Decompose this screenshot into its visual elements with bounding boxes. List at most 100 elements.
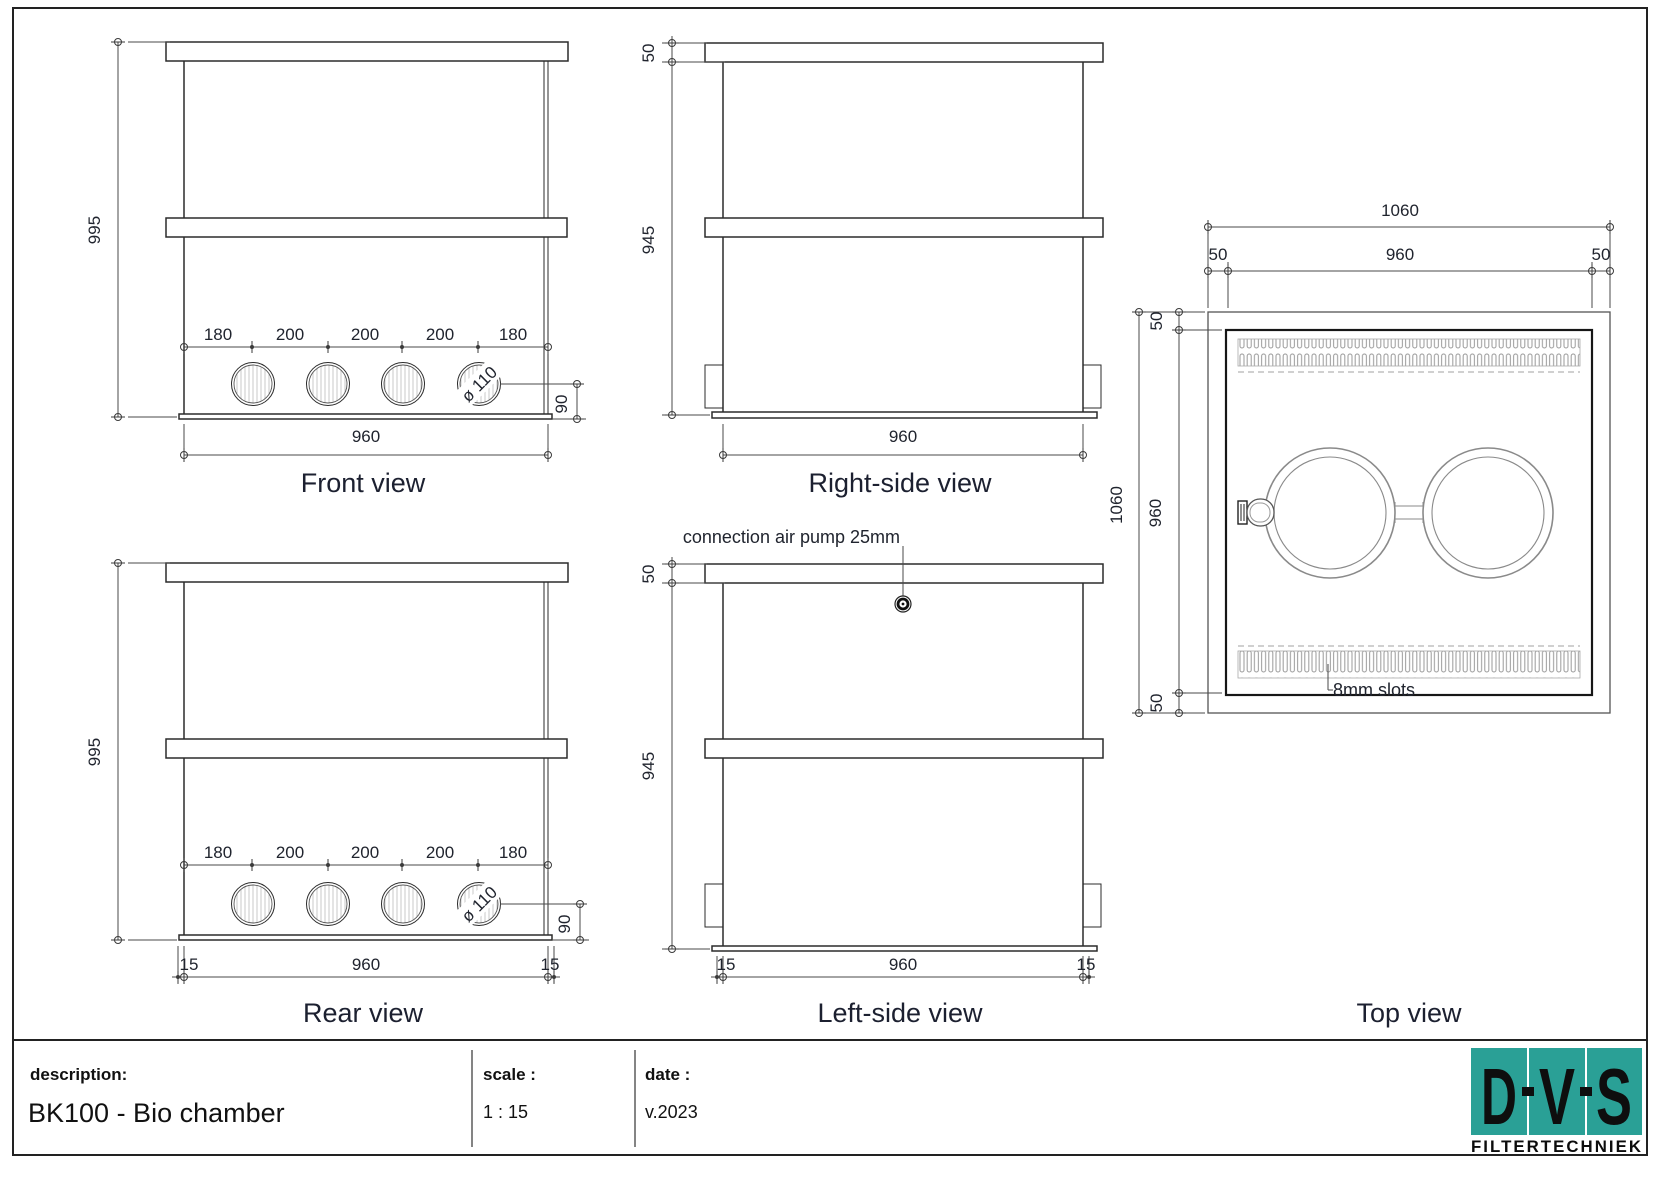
top-dim-50-left: 50 — [1209, 245, 1228, 264]
spacing-label: 200 — [351, 843, 379, 862]
rear-dim-hole-height: 90 — [500, 900, 589, 944]
logo-square-3 — [1587, 1048, 1642, 1135]
description-value: BK100 - Bio chamber — [28, 1098, 285, 1128]
right-dim-50: 50 — [639, 44, 658, 63]
right-lid — [704, 42, 1104, 63]
logo-subtitle: FILTERTECHNIEK — [1471, 1138, 1643, 1156]
logo-letter-s: S — [1596, 1052, 1632, 1141]
rear-dim-15-left: 15 — [180, 955, 199, 974]
logo-letter-v: V — [1539, 1052, 1575, 1141]
air-pump-annotation: connection air pump 25mm — [683, 527, 912, 613]
spacing-label: 200 — [351, 325, 379, 344]
rear-band — [165, 738, 568, 759]
right-tab-right — [1082, 364, 1102, 409]
dvs-logo: D V S FILTERTECHNIEK — [1471, 1048, 1643, 1156]
front-dim-90: 90 — [552, 395, 571, 414]
air-pump-label: connection air pump 25mm — [683, 527, 900, 547]
right-dim-945: 945 — [639, 226, 658, 254]
top-view: 1060 50 960 50 1060 50 960 50 8mm sl — [1107, 201, 1614, 1028]
rear-dim-height: 995 — [85, 559, 177, 944]
rear-view: ø 110 995 180 200 200 200 180 90 — [85, 559, 589, 1028]
front-dim-960: 960 — [352, 427, 380, 446]
rear-dim-90: 90 — [555, 915, 574, 934]
top-slot-strip — [1237, 338, 1581, 367]
top-dim-50-bottom: 50 — [1147, 694, 1166, 713]
title-block: description: BK100 - Bio chamber scale :… — [13, 1039, 1647, 1147]
rear-dim-960: 960 — [352, 955, 380, 974]
date-label: date : — [645, 1065, 690, 1084]
left-dim-15-right: 15 — [1077, 955, 1096, 974]
spacing-label: 200 — [276, 843, 304, 862]
logo-letter-d: D — [1481, 1052, 1517, 1141]
rear-base — [178, 934, 553, 941]
front-dim-hole-height: 90 — [500, 380, 586, 423]
left-tab-right — [1082, 883, 1102, 928]
front-lid — [165, 41, 569, 62]
top-dim-1060-v: 1060 — [1107, 486, 1126, 524]
spacing-label: 180 — [499, 843, 527, 862]
front-dim-995: 995 — [85, 216, 104, 244]
slots-annotation: 8mm slots — [1327, 664, 1415, 700]
front-dim-spacing: 180 200 200 200 180 — [180, 325, 552, 355]
spacing-label: 200 — [426, 843, 454, 862]
scale-label: scale : — [483, 1065, 536, 1084]
right-view-title: Right-side view — [808, 468, 992, 498]
date-value: v.2023 — [645, 1102, 698, 1122]
description-label: description: — [30, 1065, 127, 1084]
front-base — [178, 413, 553, 420]
spacing-label: 180 — [204, 325, 232, 344]
rear-dim-bottom: 15 960 15 — [172, 946, 560, 985]
front-holes: ø 110 — [231, 357, 505, 410]
left-dim-bottom: 15 960 15 — [711, 955, 1096, 985]
left-dim-945: 945 — [639, 752, 658, 780]
front-band — [165, 217, 568, 238]
left-base — [711, 945, 1098, 952]
spacing-label: 180 — [204, 843, 232, 862]
left-tab-left — [704, 883, 724, 928]
rear-holes: ø 110 — [231, 877, 505, 930]
top-dim-50-right: 50 — [1592, 245, 1611, 264]
right-base — [711, 411, 1098, 419]
top-dim-1060: 1060 — [1381, 201, 1419, 220]
spacing-label: 180 — [499, 325, 527, 344]
right-dim-960: 960 — [889, 427, 917, 446]
rear-dim-15-right: 15 — [541, 955, 560, 974]
left-dim-50: 50 — [639, 565, 658, 584]
left-lid — [704, 563, 1104, 584]
top-dim-960: 960 — [1386, 245, 1414, 264]
rear-dim-995: 995 — [85, 738, 104, 766]
right-band — [704, 217, 1104, 238]
top-outer-frame — [1207, 311, 1611, 714]
logo-square-1 — [1471, 1048, 1527, 1135]
right-dim-width: 960 — [719, 424, 1087, 463]
front-dim-height: 995 — [85, 38, 177, 421]
front-view: ø 110 995 180 200 200 200 180 90 — [85, 38, 586, 498]
top-inner-frame — [1224, 328, 1594, 697]
front-view-title: Front view — [301, 468, 426, 498]
left-dim-960: 960 — [889, 955, 917, 974]
rear-lid — [165, 562, 569, 583]
top-dim-960-v: 960 — [1146, 499, 1165, 527]
spacing-label: 200 — [426, 325, 454, 344]
right-side-view: 50 945 960 Right-side view — [639, 36, 1104, 498]
right-dim-body: 945 — [639, 62, 710, 419]
top-view-title: Top view — [1356, 998, 1462, 1028]
rear-dim-spacing: 180 200 200 200 180 — [180, 843, 552, 873]
top-dim-total-height: 1060 50 960 50 — [1107, 308, 1222, 717]
top-dim-total-width: 1060 50 960 50 — [1204, 201, 1614, 308]
logo-square-2 — [1529, 1048, 1585, 1135]
top-dim-50-top: 50 — [1147, 312, 1166, 331]
spacing-label: 200 — [276, 325, 304, 344]
front-dim-width: 960 — [180, 424, 552, 463]
bottom-slot-strip — [1237, 650, 1581, 679]
slots-label: 8mm slots — [1333, 680, 1415, 700]
rear-view-title: Rear view — [303, 998, 424, 1028]
inlet-fitting — [1237, 498, 1275, 527]
logo-dash-1 — [1522, 1087, 1534, 1096]
left-dim-body: 945 — [639, 583, 710, 953]
left-dim-15-left: 15 — [717, 955, 736, 974]
left-band — [704, 738, 1104, 759]
